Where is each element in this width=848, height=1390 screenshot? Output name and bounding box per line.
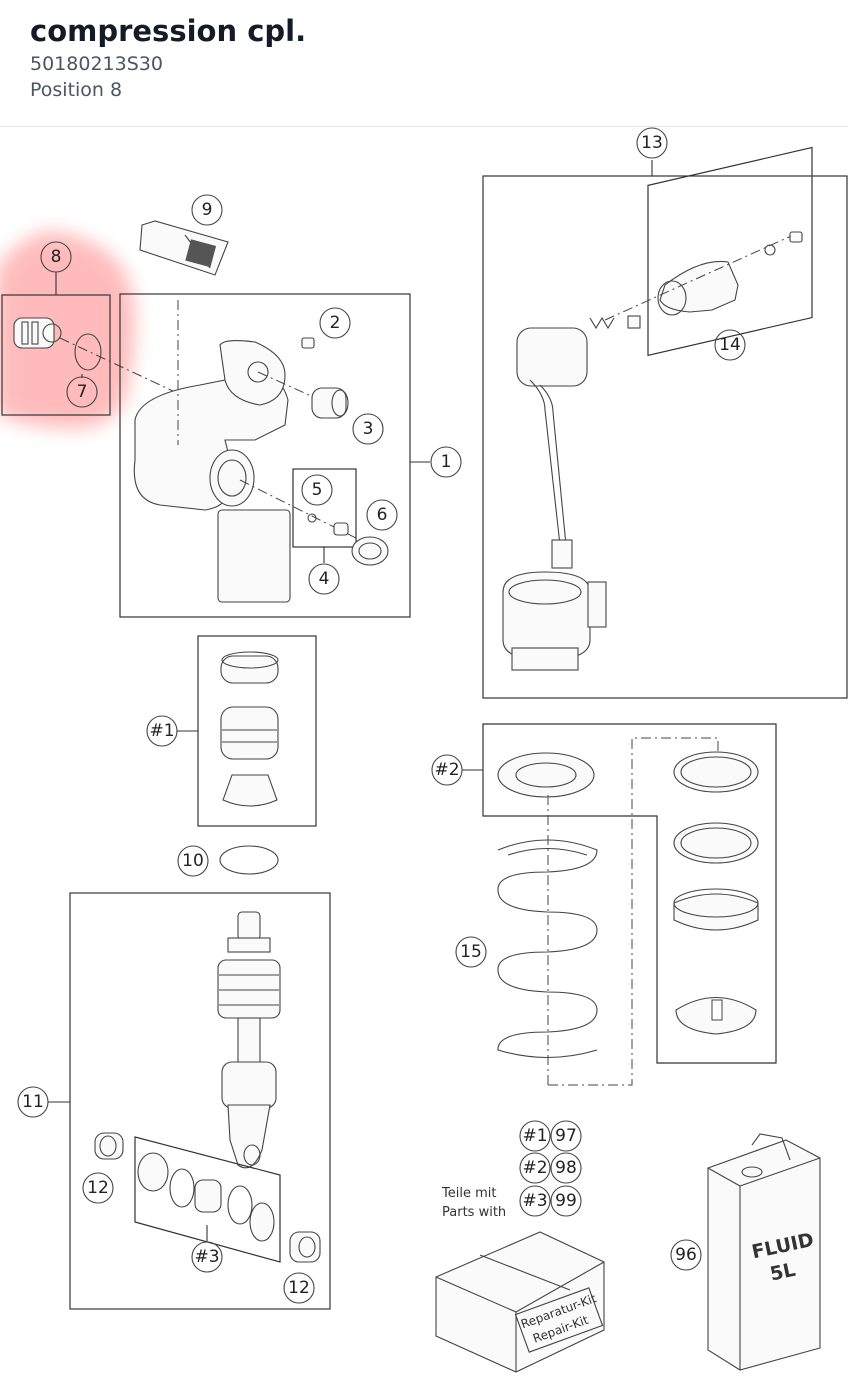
callouts: 8 7 9 2 3 1 5 6 4 13 14 #1 10 #2 15 11 1…	[17, 127, 746, 1304]
svg-text:15: 15	[460, 942, 482, 962]
sticker-part[interactable]	[139, 220, 229, 276]
page-header: compression cpl. 50180213S30 Position 8	[0, 0, 848, 127]
circlip-part[interactable]	[219, 845, 279, 875]
svg-text:#3: #3	[194, 1247, 219, 1267]
svg-text:97: 97	[555, 1126, 577, 1146]
svg-text:5: 5	[312, 480, 323, 500]
svg-text:6: 6	[377, 505, 388, 525]
compression-adjuster-group[interactable]	[1, 272, 176, 416]
svg-text:7: 7	[77, 382, 88, 402]
svg-text:96: 96	[675, 1245, 697, 1265]
callout-7[interactable]: 7	[66, 376, 98, 408]
page-title: compression cpl.	[30, 14, 307, 48]
callout-6[interactable]: 6	[366, 499, 398, 531]
svg-text:8: 8	[51, 247, 62, 267]
kit-1-group[interactable]	[177, 635, 317, 827]
callout-11[interactable]: 11	[17, 1086, 49, 1118]
callout-kit-1-legend[interactable]: #1	[519, 1120, 551, 1152]
kit-note-line-1: Teile mit	[441, 1186, 496, 1201]
svg-text:99: 99	[555, 1191, 577, 1211]
svg-text:2: 2	[330, 313, 341, 333]
callout-97[interactable]: 97	[550, 1120, 582, 1152]
callout-5[interactable]: 5	[301, 474, 333, 506]
fluid-can-label-2: 5L	[768, 1259, 797, 1286]
svg-text:11: 11	[22, 1092, 44, 1112]
callout-10[interactable]: 10	[177, 845, 209, 877]
damper-rod-group[interactable]	[48, 892, 331, 1310]
reservoir-group[interactable]	[482, 146, 848, 699]
callout-13[interactable]: 13	[636, 127, 668, 159]
callout-kit-2-legend[interactable]: #2	[519, 1152, 551, 1184]
callout-kit-3[interactable]: #3	[191, 1241, 223, 1273]
callout-kit-1[interactable]: #1	[146, 715, 178, 747]
callout-2[interactable]: 2	[319, 307, 351, 339]
callout-4[interactable]: 4	[308, 563, 340, 595]
callout-98[interactable]: 98	[550, 1152, 582, 1184]
callout-12-right[interactable]: 12	[283, 1272, 315, 1304]
callout-8[interactable]: 8	[40, 241, 72, 273]
svg-text:10: 10	[182, 851, 204, 871]
svg-text:#2: #2	[522, 1158, 547, 1178]
spring-group[interactable]	[462, 723, 777, 1086]
svg-text:9: 9	[202, 200, 213, 220]
part-number: 50180213S30	[30, 53, 163, 75]
shock-body-group[interactable]	[119, 293, 430, 618]
svg-text:14: 14	[719, 335, 741, 355]
svg-text:#3: #3	[522, 1191, 547, 1211]
svg-text:98: 98	[555, 1158, 577, 1178]
callout-kit-2[interactable]: #2	[431, 754, 463, 786]
fluid-can[interactable]: FLUID 5L	[707, 1133, 821, 1371]
svg-text:13: 13	[641, 133, 663, 153]
svg-text:12: 12	[288, 1278, 310, 1298]
callout-15[interactable]: 15	[455, 936, 487, 968]
callout-3[interactable]: 3	[352, 413, 384, 445]
callout-12-left[interactable]: 12	[82, 1172, 114, 1204]
callout-14[interactable]: 14	[714, 329, 746, 361]
position-label: Position 8	[30, 79, 123, 101]
highlight-position-8	[0, 231, 135, 429]
svg-text:4: 4	[319, 569, 330, 589]
svg-text:#1: #1	[522, 1126, 547, 1146]
svg-text:#2: #2	[434, 760, 459, 780]
svg-text:1: 1	[441, 452, 452, 472]
callout-96[interactable]: 96	[670, 1239, 702, 1271]
callout-1[interactable]: 1	[430, 446, 462, 478]
repair-kit-box: Reparatur-Kit Repair-Kit	[435, 1231, 605, 1373]
svg-text:#1: #1	[149, 721, 174, 741]
svg-text:3: 3	[363, 419, 374, 439]
callout-99[interactable]: 99	[550, 1185, 582, 1217]
callout-9[interactable]: 9	[191, 194, 223, 226]
callout-kit-3-legend[interactable]: #3	[519, 1185, 551, 1217]
kit-note-line-2: Parts with	[442, 1205, 506, 1220]
svg-text:12: 12	[87, 1178, 109, 1198]
